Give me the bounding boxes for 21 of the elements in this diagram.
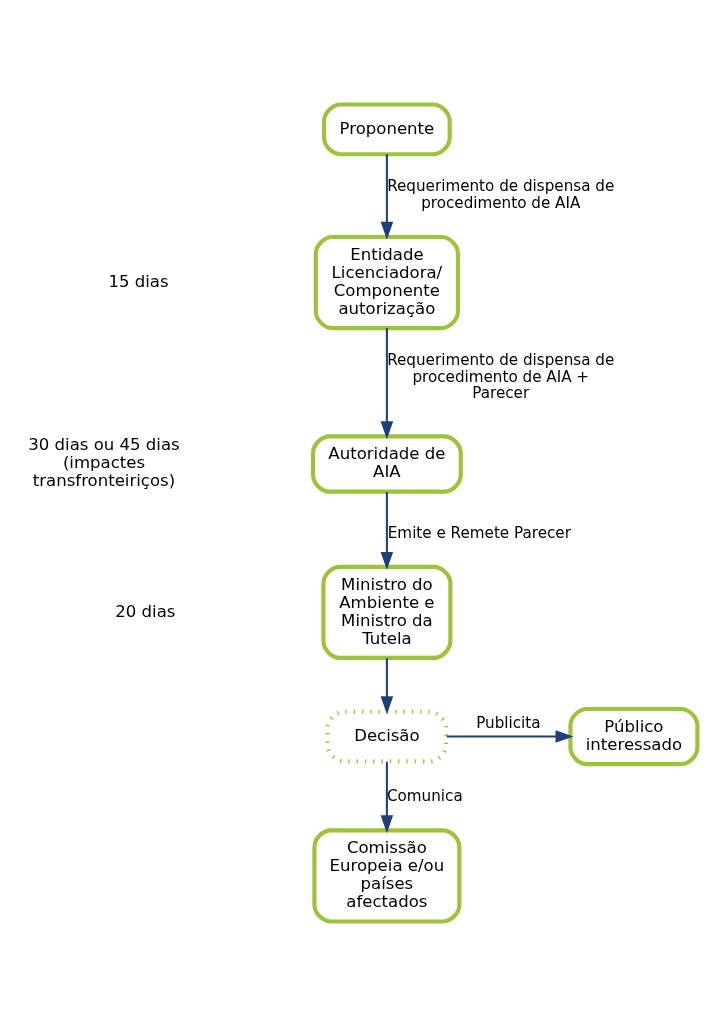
label: 30 dias ou 45 dias (impactes transfronteiriços) <box>28 434 180 490</box>
node-box: Autoridade de AIA <box>311 433 463 494</box>
label: 20 dias <box>115 601 176 621</box>
node-box: Ministro do Ambiente e Ministro da Tutela <box>321 564 453 660</box>
edge-label: Requerimento de dispensa de procedimento de AIA <box>387 176 615 212</box>
arrow <box>380 491 394 570</box>
edge-label: Requerimento de dispensa de procedimento de AIA + Parecer <box>387 350 615 402</box>
arrow <box>380 657 394 714</box>
edge-label: Emite e Remete Parecer <box>387 523 571 542</box>
node-box: Entidade Licenciadora/ Componente autorização <box>313 234 461 330</box>
arrow <box>380 153 394 240</box>
node-box: Decisão <box>325 709 449 763</box>
node-box: Proponente <box>322 101 452 156</box>
node-box: Comissão Europeia e/ou países afectados <box>312 827 462 924</box>
arrow <box>380 761 394 833</box>
edge-label: Publicita <box>476 713 541 732</box>
edge-label: Comunica <box>386 786 463 805</box>
label: 15 dias <box>108 271 169 291</box>
arrow <box>380 327 394 439</box>
arrow <box>446 729 574 743</box>
node-box: Público interessado <box>568 706 700 766</box>
